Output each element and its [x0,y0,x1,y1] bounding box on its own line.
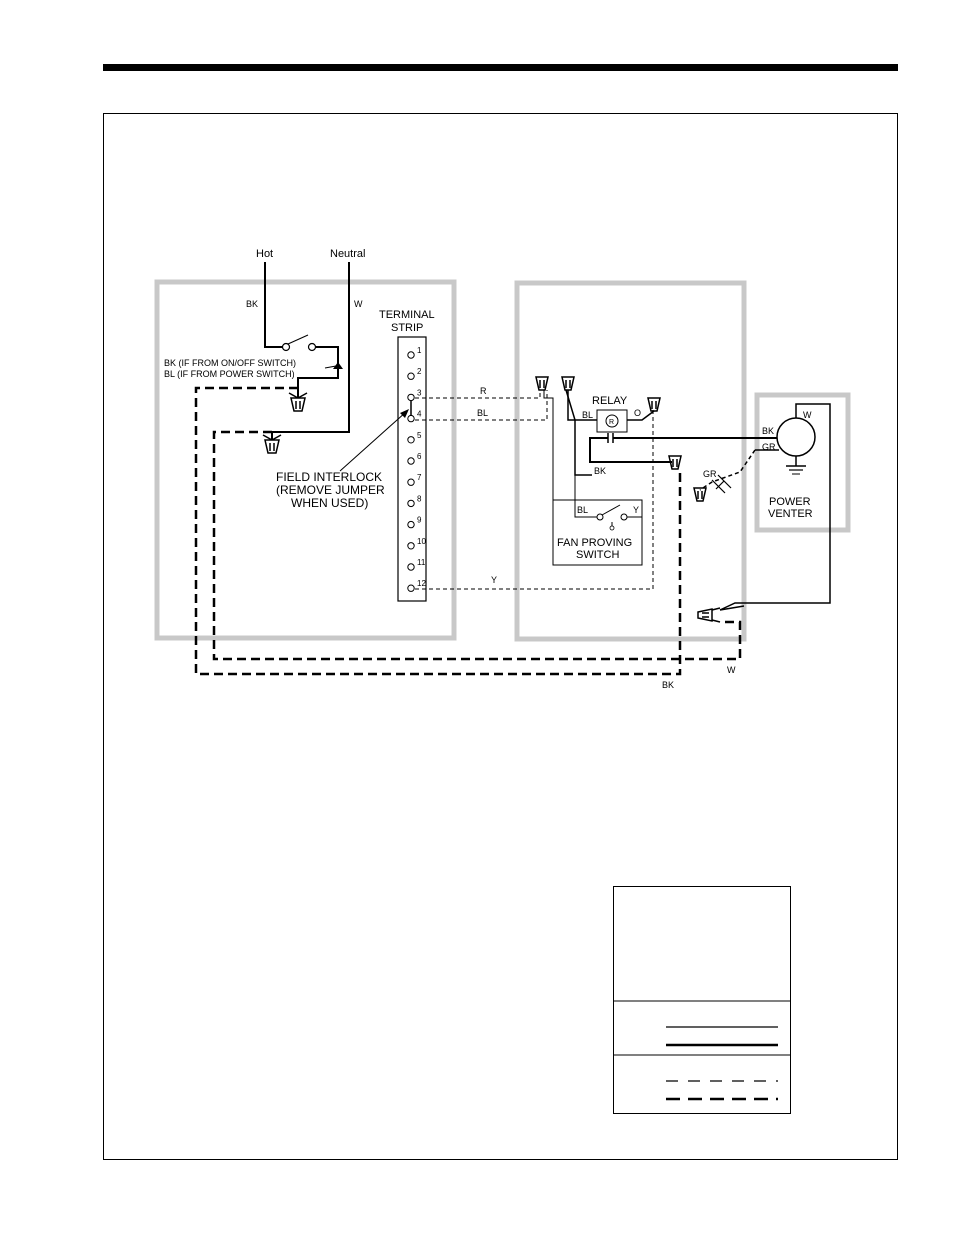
field-bk-label: BK [662,680,674,690]
w-top-label: W [354,299,363,309]
power-venter-line2: VENTER [768,508,813,520]
fan-switch-bl-label: BL [577,505,588,515]
terminal-6 [408,458,414,464]
terminal-label-7: 7 [417,473,422,482]
fan-switch-line1: FAN PROVING [557,537,632,549]
terminal-label-6: 6 [417,452,422,461]
terminal-1 [408,352,414,358]
relay-coil-label: R [609,419,614,426]
terminal-label-8: 8 [417,494,422,503]
power-venter-line1: POWER [769,496,811,508]
terminal-label-1: 1 [417,346,422,355]
terminal-9 [408,521,414,527]
venter-w-label: W [803,410,812,420]
relay-bk-wire [590,438,672,462]
wire-nut-r [536,377,548,390]
terminal-label-3: 3 [417,388,422,397]
switch-note-1: BK (IF FROM ON/OFF SWITCH) [164,358,296,368]
fan-switch-y-label: Y [633,505,639,515]
ground-gr-label: GR [703,469,717,479]
wire-nut-relay-out [648,398,660,411]
relay-bl-label: BL [582,410,593,420]
terminal-label-4: 4 [417,410,422,419]
field-interlock-line2: (REMOVE JUMPER [276,483,385,497]
terminal-label-2: 2 [417,367,422,376]
terminal-label-11: 11 [417,558,426,567]
terminal-3 [408,394,414,400]
terminal-label-12: 12 [417,579,426,588]
switch-blade [288,335,308,344]
field-w-label: W [727,665,736,675]
relay-title: RELAY [592,395,628,407]
power-venter-motor [777,418,815,456]
terminal-10 [408,543,414,549]
legend-box [614,887,791,1114]
terminal-11 [408,564,414,570]
switch-contact-right [309,344,316,351]
wire-label-y: Y [491,575,497,585]
bk-top-label: BK [246,299,258,309]
fan-switch-blade [602,505,620,515]
field-interlock-line3: WHEN USED) [291,496,368,510]
terminal-4 [408,415,414,421]
terminal-7 [408,479,414,485]
terminal-label-10: 10 [417,537,426,546]
wire-nut-w [698,608,720,622]
venter-gr-label: GR [762,442,776,452]
fan-switch-contact-right [621,514,627,520]
field-wiring-heavy [196,388,740,674]
relay-bk-label: BK [594,466,606,476]
terminal-strip-title-1: TERMINAL [379,309,435,321]
terminal-2 [408,373,414,379]
terminal-label-9: 9 [417,516,422,525]
terminal-label-5: 5 [417,431,422,440]
switch-note-arrow [333,362,343,369]
switch-note-2: BL (IF FROM POWER SWITCH) [164,369,295,379]
relay-contact-mark: O [634,408,641,418]
wire-label-bl: BL [477,408,488,418]
switch-contact-left [283,344,290,351]
neutral-label: Neutral [330,248,365,260]
terminal-8 [408,500,414,506]
wire-label-r: R [480,386,487,396]
relay-feed-wire [566,390,592,475]
venter-bk-label: BK [762,426,774,436]
terminal-5 [408,437,414,443]
field-interlock-line1: FIELD INTERLOCK [276,470,382,484]
header-rule [103,64,898,71]
terminal-strip-title-2: STRIP [391,322,423,334]
wire-nut-bl [562,377,574,390]
hot-label: Hot [256,248,273,260]
terminal-12 [408,585,414,591]
fan-switch-line2: SWITCH [576,549,619,561]
